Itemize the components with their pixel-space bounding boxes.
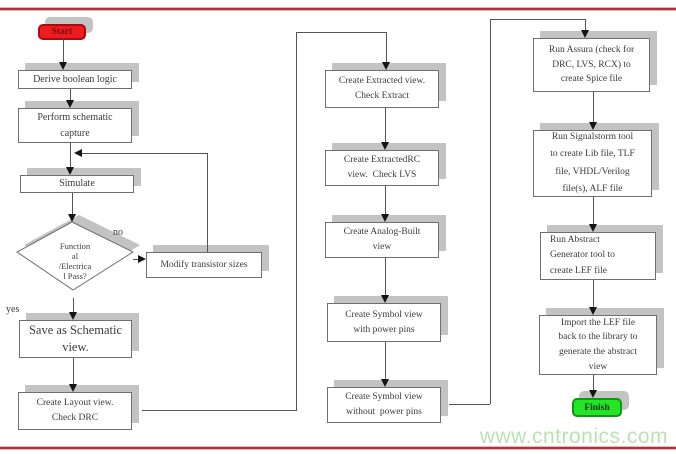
connector-extracted-extractedrc: [385, 108, 386, 143]
run-signalstorm-node: Run Signalstorm tool to create Lib file,…: [533, 130, 652, 197]
connector-symbol-down-v: [585, 19, 586, 31]
modify-transistor-node: Modify transistor sizes: [146, 252, 262, 278]
connector-signalstorm-abstract: [593, 197, 594, 225]
simulate-label: Simulate: [59, 178, 95, 190]
connector-decision-save: [73, 298, 74, 313]
arrowhead-signalstorm-abstract: [589, 224, 597, 232]
connector-decision-modify: [133, 259, 139, 260]
connector-import-finish: [593, 375, 594, 391]
arrowhead-abstract-import: [589, 307, 597, 315]
decision-label: Function al /Electrica l Pass?: [58, 240, 92, 282]
arrowhead-assura-signalstorm: [589, 122, 597, 130]
decision-no-label: no: [113, 227, 123, 238]
arrowhead-extracted-extractedrc: [381, 142, 389, 150]
watermark-text: www.cntronics.com: [479, 425, 668, 448]
connector-layout-up-h2: [296, 32, 386, 33]
import-lef-label: Import the LEF file back to the library …: [558, 317, 638, 372]
arrowhead-decision-modify: [138, 255, 146, 263]
decision-diamond: Function al /Electrica l Pass?: [8, 215, 141, 305]
arrowhead-capture-simulate: [66, 167, 74, 175]
create-analog-built-label: Create Analog-Built view: [343, 227, 421, 252]
derive-boolean-logic-label: Derive boolean logic: [33, 73, 117, 85]
arrowhead-simulate-decision: [68, 214, 76, 222]
arrowhead-analog-symbolwith: [381, 295, 389, 303]
derive-boolean-logic-node: Derive boolean logic: [18, 70, 132, 89]
connector-layout-up-v: [296, 32, 297, 411]
import-lef-node: Import the LEF file back to the library …: [539, 315, 657, 375]
run-abstract-node: Run Abstract Generator tool to create LE…: [540, 232, 656, 280]
connector-extractedrc-analog: [385, 186, 386, 215]
connector-abstract-import: [593, 280, 594, 308]
finish-label: Finish: [584, 402, 610, 413]
connector-symbolwith-symbolwithout: [385, 342, 386, 380]
symbol-without-pins-node: Create Symbol view without power pins: [327, 387, 441, 423]
connector-save-layout: [73, 358, 74, 385]
connector-symbol-up-v: [490, 19, 491, 404]
connector-start-derive: [63, 39, 64, 63]
arrowhead-start-derive: [59, 62, 67, 70]
start-node: Start: [38, 24, 86, 40]
arrowhead-save-layout: [69, 384, 77, 392]
save-schematic-node: Save as Schematic view.: [19, 320, 132, 358]
run-assura-node: Run Assura (check for DRC, LVS, RCX) to …: [533, 38, 650, 92]
connector-derive-capture: [70, 89, 71, 101]
create-extractedrc-node: Create ExtractedRC view. Check LVS: [325, 150, 439, 186]
arrowhead-into-extracted: [382, 62, 390, 70]
start-label: Start: [51, 27, 73, 37]
create-analog-built-node: Create Analog-Built view: [325, 222, 439, 258]
arrowhead-decision-save: [69, 312, 77, 320]
connector-analog-symbolwith: [385, 258, 386, 296]
create-extracted-node: Create Extracted view. Check Extract: [325, 70, 439, 108]
connector-feedback-horizontal: [82, 153, 208, 154]
decision-diamond-shape: [16, 215, 140, 291]
schematic-capture-label: Perform schematic capture: [37, 112, 113, 139]
connector-symbol-up-h2: [490, 19, 585, 20]
decision-diamond-face: [16, 221, 135, 291]
create-extractedrc-label: Create ExtractedRC view. Check LVS: [343, 155, 421, 180]
run-abstract-label: Run Abstract Generator tool to create LE…: [550, 234, 615, 276]
symbol-with-pins-label: Create Symbol view with power pins: [345, 309, 423, 335]
bottom-red-rule: [0, 447, 676, 449]
connector-layout-down-v: [386, 32, 387, 63]
connector-layout-up-h1: [142, 410, 296, 411]
simulate-node: Simulate: [20, 175, 134, 193]
decision-yes-label: yes: [6, 304, 20, 315]
arrowhead-derive-capture: [66, 100, 74, 108]
arrowhead-extractedrc-analog: [381, 214, 389, 222]
arrowhead-import-finish: [589, 390, 597, 398]
arrowhead-symbolwith-symbolwithout: [381, 379, 389, 387]
connector-assura-signalstorm: [593, 92, 594, 123]
create-layout-node: Create Layout view. Check DRC: [18, 392, 132, 430]
run-signalstorm-label: Run Signalstorm tool to create Lib file,…: [550, 132, 635, 194]
schematic-capture-node: Perform schematic capture: [18, 108, 132, 143]
connector-symbol-up-h1: [449, 404, 490, 405]
run-assura-label: Run Assura (check for DRC, LVS, RCX) to …: [548, 44, 635, 85]
connector-capture-simulate: [70, 143, 71, 168]
top-red-rule: [0, 8, 676, 10]
save-schematic-label: Save as Schematic view.: [28, 322, 123, 355]
arrowhead-into-assura: [581, 30, 589, 38]
symbol-with-pins-node: Create Symbol view with power pins: [327, 303, 441, 342]
connector-feedback-vertical: [207, 153, 208, 252]
create-layout-label: Create Layout view. Check DRC: [36, 398, 114, 423]
finish-node: Finish: [572, 398, 622, 417]
symbol-without-pins-label: Create Symbol view without power pins: [345, 392, 423, 417]
connector-simulate-decision: [72, 193, 73, 215]
arrowhead-feedback: [74, 149, 82, 157]
create-extracted-label: Create Extracted view. Check Extract: [338, 76, 426, 101]
modify-transistor-label: Modify transistor sizes: [160, 259, 248, 270]
